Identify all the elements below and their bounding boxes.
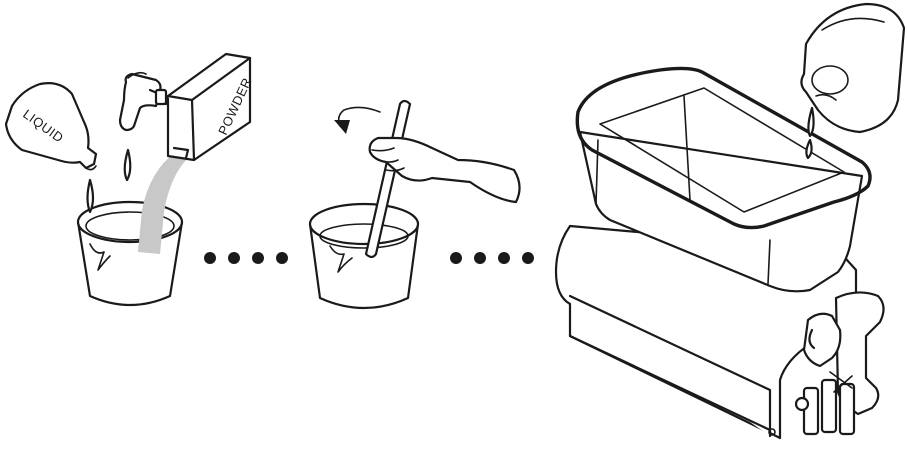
liquid-drop <box>86 178 95 214</box>
connector-dot <box>522 252 534 264</box>
connector-dot <box>450 252 462 264</box>
step-mix-ingredients: LIQUID POWDER <box>4 52 255 307</box>
water-tap-icon <box>118 71 169 132</box>
connector-dot <box>498 252 510 264</box>
slush-machine-icon <box>554 66 885 440</box>
connector-dots-2 <box>450 252 534 264</box>
powder-stream <box>138 152 188 254</box>
connector-dot <box>474 252 486 264</box>
connector-dot <box>252 252 264 264</box>
water-drop <box>123 148 132 182</box>
bucket-icon <box>76 200 184 307</box>
liquid-bottle-icon: LIQUID <box>4 82 98 171</box>
connector-dot <box>204 252 216 264</box>
pour-drop <box>805 138 813 160</box>
step-pour-into-machine <box>554 2 906 440</box>
powder-box-icon: POWDER <box>166 52 255 162</box>
pour-drop <box>807 106 815 138</box>
connector-dot <box>276 252 288 264</box>
connector-dots-1 <box>204 252 288 264</box>
stir-arrow-icon <box>334 106 381 134</box>
hand-icon <box>368 136 521 204</box>
step-stir <box>308 99 521 310</box>
pitcher-icon <box>800 2 906 134</box>
bucket-icon <box>308 202 420 310</box>
connector-dot <box>228 252 240 264</box>
